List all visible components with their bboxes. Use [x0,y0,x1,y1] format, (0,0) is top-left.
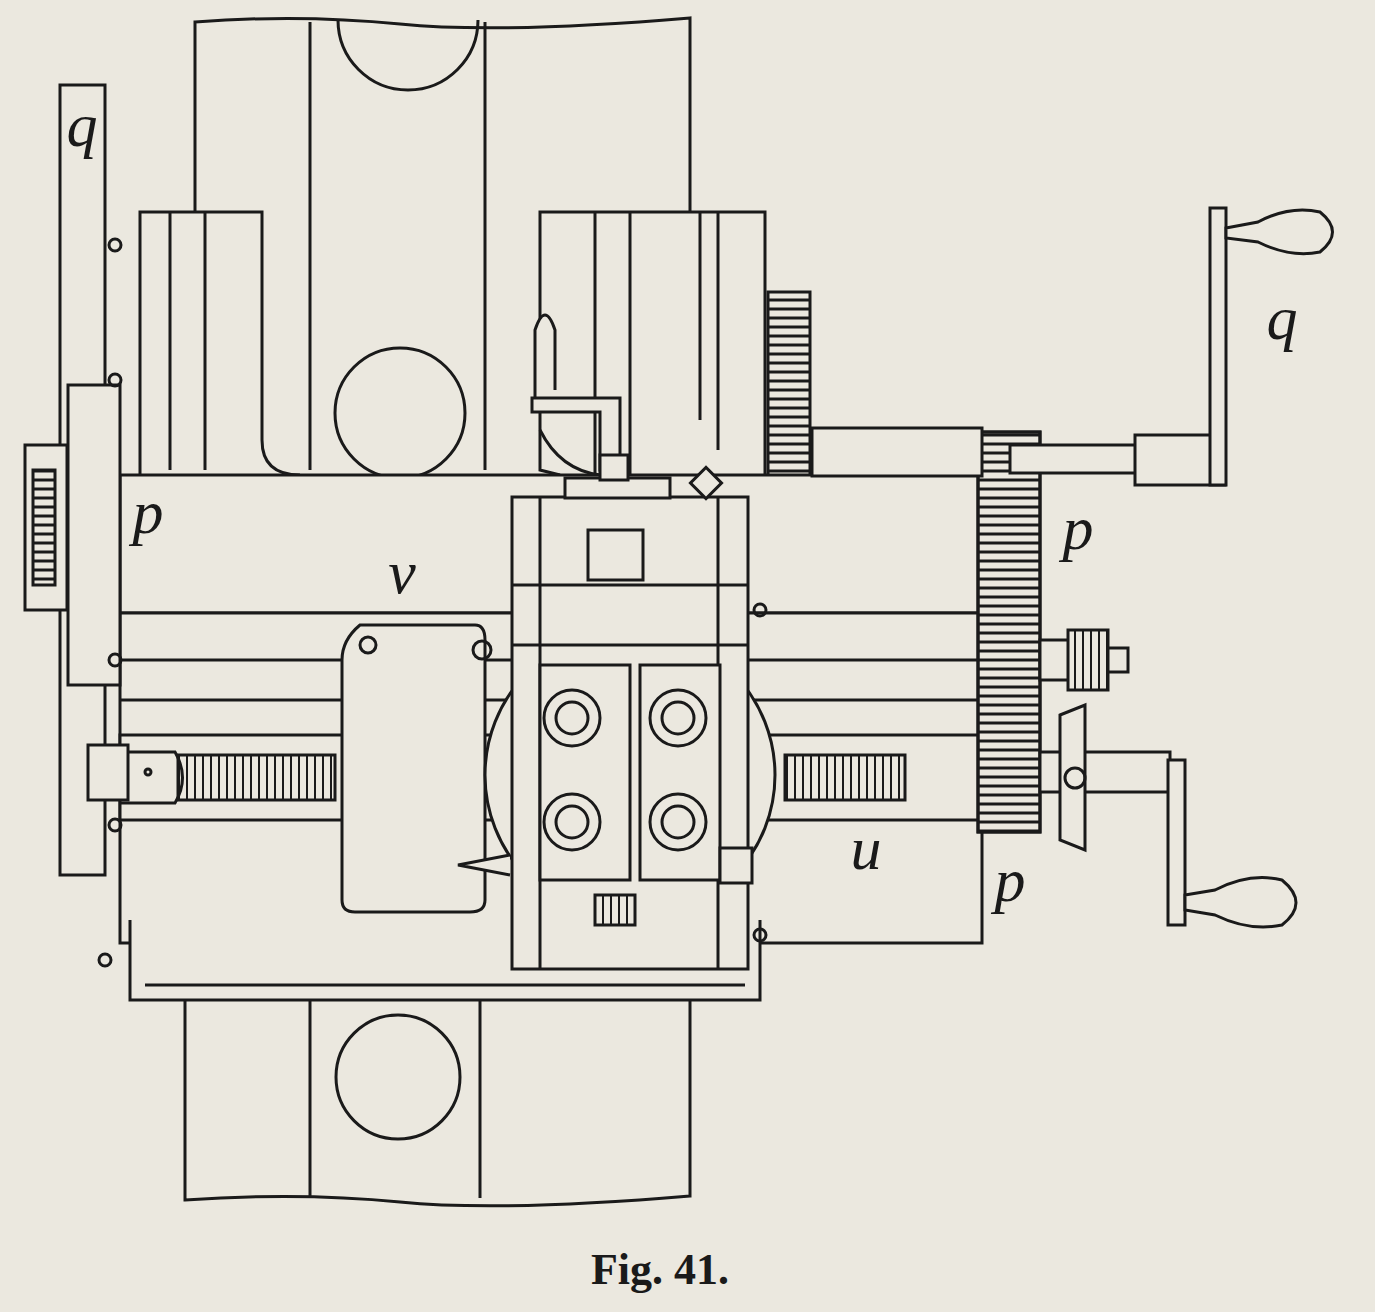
part-letter: v [388,541,416,603]
part-letter: u [851,817,882,879]
figure-caption: Fig. 41. [591,1248,729,1292]
part-letter: p [995,849,1026,911]
part-letter: q [1267,287,1298,349]
part-letter: q [67,94,98,156]
part-letter: p [133,481,164,543]
part-letter: p [1063,497,1094,559]
